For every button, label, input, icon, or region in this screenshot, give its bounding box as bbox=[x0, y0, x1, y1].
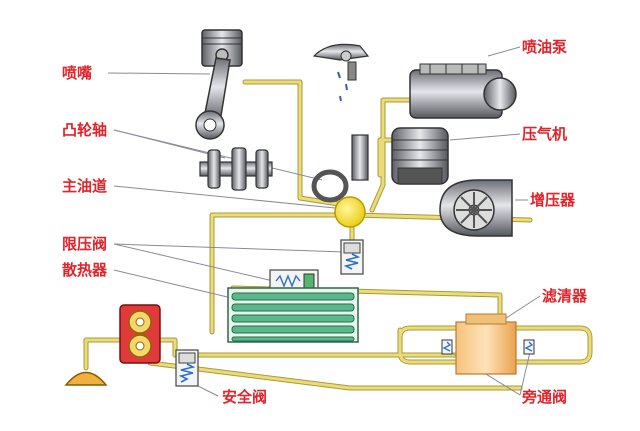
rocker-arm bbox=[311, 43, 370, 203]
label-nozzle: 喷嘴 bbox=[62, 64, 93, 82]
pressure-limit-valve bbox=[340, 239, 364, 275]
label-pressure-limit-valve: 限压阀 bbox=[62, 235, 108, 253]
safety-valve bbox=[175, 349, 199, 387]
label-safety-valve: 安全阀 bbox=[222, 388, 268, 406]
bypass-valve-right bbox=[523, 339, 535, 355]
label-filter: 滤清器 bbox=[542, 287, 588, 305]
label-camshaft: 凸轮轴 bbox=[62, 121, 108, 139]
label-injection-pump: 喷油泵 bbox=[522, 38, 568, 56]
oil-strainer bbox=[64, 371, 108, 386]
label-radiator: 散热器 bbox=[62, 261, 108, 279]
turbocharger bbox=[439, 179, 513, 237]
label-turbocharger: 增压器 bbox=[530, 191, 576, 209]
label-bypass-valve: 旁通阀 bbox=[522, 388, 568, 406]
main-oil-gallery bbox=[334, 196, 366, 228]
injection-pump bbox=[409, 63, 517, 119]
oil-filter bbox=[455, 313, 517, 375]
radiator-pressure-valve bbox=[269, 269, 319, 293]
bypass-valve-left bbox=[441, 339, 453, 355]
radiator bbox=[227, 287, 359, 343]
piston-assembly bbox=[195, 29, 243, 140]
oil-pump bbox=[119, 304, 161, 364]
label-main-gallery: 主油道 bbox=[62, 177, 108, 195]
label-compressor: 压气机 bbox=[522, 125, 568, 143]
camshaft bbox=[199, 147, 273, 191]
compressor bbox=[391, 127, 449, 185]
